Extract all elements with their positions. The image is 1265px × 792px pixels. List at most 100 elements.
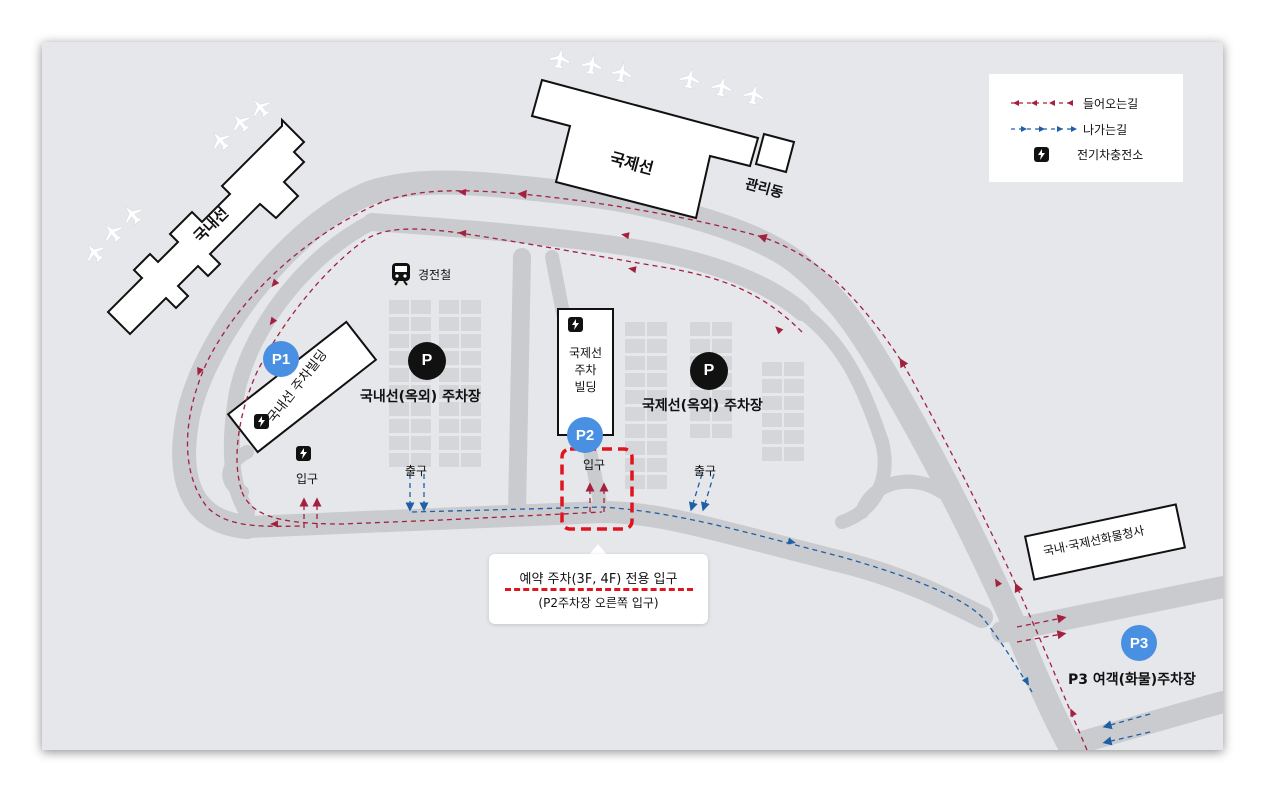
parking-space-block (439, 300, 459, 314)
legend-label: 들어오는길 (1083, 96, 1139, 111)
outbound-routes (405, 473, 1151, 746)
outbound-direction-arrow (787, 537, 796, 545)
p3-badge[interactable]: P3 (1121, 625, 1157, 661)
inbound-direction-arrow (995, 578, 1003, 588)
parking-space-block (625, 475, 645, 489)
loop-stub (222, 445, 254, 499)
reserved-entrance-callout: 예약 주차(3F, 4F) 전용 입구 (P2주차장 오른쪽 입구) (489, 554, 708, 624)
parking-space-block (762, 379, 782, 393)
inbound-direction-arrow (628, 266, 637, 274)
parking-space-block (439, 334, 459, 348)
parking-space-block (461, 317, 481, 331)
p2-building-line: 빌딩 (574, 380, 597, 394)
parking-space-block (439, 317, 459, 331)
legend-item-inbound: 들어오는길 (989, 93, 1138, 113)
parking-space-block (389, 351, 409, 365)
inbound-route-inner (236, 228, 803, 493)
rail-label: 경전철 (418, 268, 452, 282)
parking-space-block (439, 419, 459, 433)
legend-item-ev: 전기차충전소 (989, 144, 1143, 164)
legend-item-outbound: 나가는길 (989, 119, 1127, 139)
p3-road-lower (1071, 691, 1223, 750)
parking-space-block (690, 424, 710, 438)
parking-space-block (461, 368, 481, 382)
parking-space-block (647, 441, 667, 455)
parking-space-block (389, 368, 409, 382)
inbound-routes (186, 189, 1088, 750)
airport-parking-map: 국내선 국제선 관리동 국내·국제선화물청사 경전철 P1 국내선 주차빌딩 입… (42, 42, 1223, 750)
p1-badge[interactable]: P1 (263, 341, 299, 377)
inbound-direction-arrow (197, 367, 204, 376)
inbound-direction-arrow (775, 326, 784, 335)
parking-space-block (439, 453, 459, 467)
inbound-route-line (1011, 100, 1075, 106)
parking-space-block (389, 334, 409, 348)
p2-entrance-label: 입구 (583, 458, 606, 472)
parking-space-block (762, 447, 782, 461)
admin-building-shape (754, 132, 796, 174)
parking-space-block (411, 436, 431, 450)
parking-space-block (647, 322, 667, 336)
parking-space-block (762, 430, 782, 444)
parking-space-block (625, 356, 645, 370)
callout-subtitle: (P2주차장 오른쪽 입구) (538, 596, 659, 610)
parking-space-block (411, 453, 431, 467)
callout-underline (505, 588, 693, 591)
intl-plane-icons (549, 48, 764, 106)
parking-space-block (389, 453, 409, 467)
ev-charger-icon (1034, 146, 1049, 162)
parking-space-block (461, 453, 481, 467)
parking-space-block (690, 339, 710, 353)
domestic-plane-icons (87, 99, 271, 264)
parking-space-block (389, 300, 409, 314)
parking-space-block (625, 458, 645, 472)
parking-space-block (389, 402, 409, 416)
inbound-direction-arrow (621, 232, 630, 240)
parking-space-block (762, 413, 782, 427)
connector-road (508, 248, 531, 521)
p2-building-label: 국제선 주차 빌딩 (558, 345, 613, 396)
parking-space-block (439, 436, 459, 450)
intl-outdoor-badge[interactable]: P (690, 352, 728, 390)
callout-pointer (589, 544, 607, 555)
parking-space-block (461, 419, 481, 433)
parking-space-block (784, 362, 804, 376)
parking-space-block (411, 300, 431, 314)
inbound-direction-arrow (1070, 708, 1077, 718)
p3-label: P3 여객(화물)주차장 (1068, 672, 1196, 688)
parking-space-block (762, 362, 782, 376)
inbound-route-outer (381, 189, 1088, 750)
inbound-direction-arrow (269, 316, 278, 326)
parking-space-block (690, 322, 710, 336)
parking-space-block (461, 300, 481, 314)
legend-label: 전기차충전소 (1077, 147, 1144, 162)
parking-space-block (625, 322, 645, 336)
p2-badge[interactable]: P2 (567, 417, 603, 453)
parking-space-block (439, 368, 459, 382)
parking-space-block (647, 339, 667, 353)
intl-outdoor-label: 국제선(옥외) 주차장 (642, 398, 763, 414)
p1-entrance-label: 입구 (296, 472, 319, 486)
parking-space-block (784, 379, 804, 393)
parking-space-block (712, 322, 732, 336)
parking-space-block (712, 424, 732, 438)
reserved-entrance-highlight (560, 447, 634, 531)
parking-space-block (712, 339, 732, 353)
inbound-arrowheads (197, 188, 1077, 718)
p2-building-line: 국제선 (568, 346, 603, 360)
parking-space-block (784, 447, 804, 461)
parking-space-block (461, 334, 481, 348)
intl-outdoor-exit-label: 출구 (694, 464, 717, 478)
map-canvas (87, 48, 1223, 750)
p3-road-upper (991, 576, 1223, 643)
domestic-outdoor-badge[interactable]: P (408, 342, 446, 380)
parking-space-block (625, 441, 645, 455)
parking-space-block (647, 373, 667, 387)
train-icon (390, 262, 412, 286)
parking-space-block (411, 402, 431, 416)
parking-space-block (461, 385, 481, 399)
parking-space-block (411, 419, 431, 433)
outbound-route-line (1011, 126, 1077, 132)
ev-charger-icon-p2 (568, 317, 583, 332)
inbound-direction-arrow (458, 229, 467, 237)
